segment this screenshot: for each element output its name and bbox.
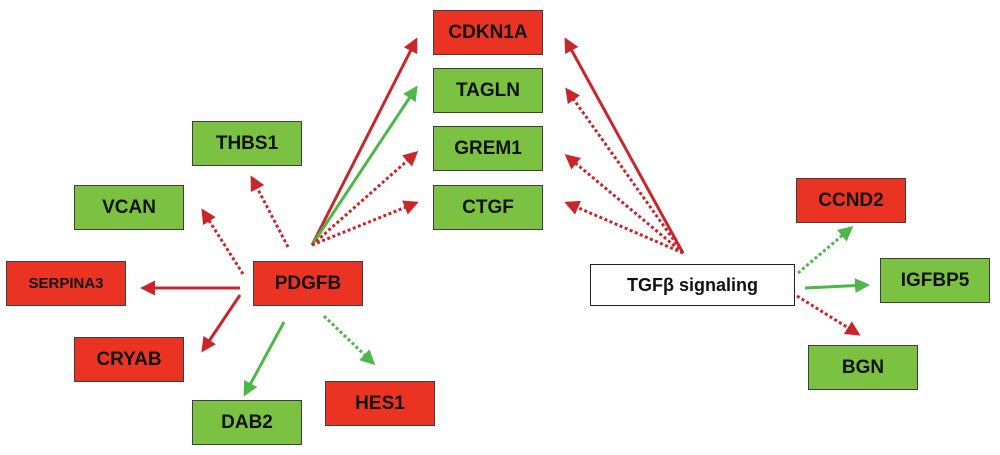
arrow-tgfb-to-cdkn1a xyxy=(564,37,685,254)
node-tagln: TAGLN xyxy=(433,68,543,113)
arrow-tgfb-to-ccnd2 xyxy=(797,226,854,275)
node-hes1: HES1 xyxy=(325,381,435,426)
node-grem1: GREM1 xyxy=(433,126,543,171)
node-serpina3: SERPINA3 xyxy=(6,261,126,306)
node-tgfb-signaling: TGFβ signaling xyxy=(590,264,795,306)
arrow-tgfb-to-tagln xyxy=(565,87,685,254)
node-ccnd2: CCND2 xyxy=(796,178,906,223)
arrow-pdgfb-to-hes1 xyxy=(322,314,376,366)
arrow-pdgfb-to-thbs1 xyxy=(250,175,290,248)
node-bgn: BGN xyxy=(808,345,918,390)
node-thbs1: THBS1 xyxy=(192,121,302,166)
edges-layer xyxy=(140,37,870,397)
node-dab2: DAB2 xyxy=(192,400,302,445)
arrow-pdgfb-to-cryab xyxy=(201,294,242,353)
arrow-pdgfb-to-dab2 xyxy=(243,321,286,397)
node-igfbp5: IGFBP5 xyxy=(880,258,990,303)
node-vcan: VCAN xyxy=(74,185,184,230)
arrow-pdgfb-to-cdkn1a xyxy=(310,37,418,246)
arrow-tgfb-to-igfbp5 xyxy=(804,278,870,294)
arrow-pdgfb-to-tagln xyxy=(310,85,418,246)
arrow-tgfb-to-ctgf xyxy=(564,200,684,255)
node-cdkn1a: CDKN1A xyxy=(433,10,543,55)
node-pdgfb: PDGFB xyxy=(253,261,363,306)
arrow-pdgfb-to-grem1 xyxy=(311,151,419,247)
arrow-tgfb-to-bgn xyxy=(796,294,861,336)
node-ctgf: CTGF xyxy=(433,185,543,230)
arrow-pdgfb-to-ctgf xyxy=(311,200,419,247)
arrow-pdgfb-to-vcan xyxy=(201,208,245,275)
node-cryab: CRYAB xyxy=(74,337,184,382)
